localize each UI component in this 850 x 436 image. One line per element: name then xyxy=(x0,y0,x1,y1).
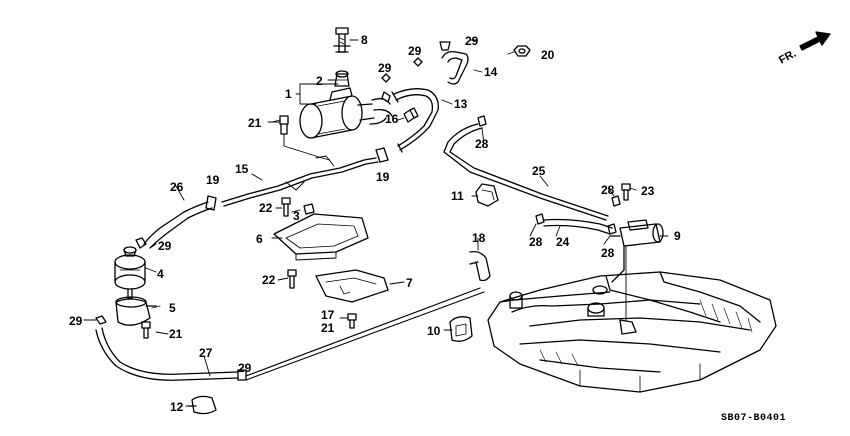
clip-28-a xyxy=(535,213,545,225)
diagram-code: SB07-B0401 xyxy=(721,413,787,424)
bracket-7 xyxy=(315,269,389,303)
screw-lower-middle xyxy=(347,313,357,329)
bolt-23 xyxy=(621,183,631,201)
callout-22-lower: 22 xyxy=(262,273,276,287)
hose-clip-16 xyxy=(403,107,419,123)
clip-19-left xyxy=(205,195,217,211)
front-direction-arrow xyxy=(799,31,831,51)
callout-7: 7 xyxy=(406,276,413,290)
callout-25: 25 xyxy=(532,164,546,178)
callout-15: 15 xyxy=(235,162,249,176)
callout-29-mid: 29 xyxy=(378,61,392,75)
hose-clamp-12 xyxy=(187,395,217,415)
callout-16: 16 xyxy=(385,112,399,126)
clip-19-right xyxy=(375,147,389,163)
holder-11 xyxy=(475,183,499,207)
return-line xyxy=(245,287,481,377)
two-way-valve xyxy=(609,219,664,283)
mounting-bolt xyxy=(333,27,359,53)
callout-29-top-a: 29 xyxy=(408,44,422,58)
clip-28-b xyxy=(607,223,617,235)
fuel-hose-14 xyxy=(439,41,469,85)
callout-22-upper: 22 xyxy=(259,201,273,215)
callout-11: 11 xyxy=(451,189,464,203)
callout-19-right: 19 xyxy=(376,170,390,184)
clip-29-lower xyxy=(95,315,107,325)
callout-27: 27 xyxy=(199,346,213,360)
pump-cushion xyxy=(334,70,350,87)
callout-20: 20 xyxy=(541,48,555,62)
screw-lower-left xyxy=(141,321,151,339)
callout-13: 13 xyxy=(454,97,468,111)
clip-29-a xyxy=(413,57,423,67)
fuel-tank xyxy=(487,245,777,393)
callout-8: 8 xyxy=(361,33,368,47)
filter-holder xyxy=(115,296,157,326)
callout-6: 6 xyxy=(256,232,263,246)
clamp-10 xyxy=(449,316,473,342)
fuel-hose-26 xyxy=(143,201,213,249)
callout-28-upper: 28 xyxy=(475,137,489,151)
callout-23: 23 xyxy=(641,184,655,198)
callout-12: 12 xyxy=(170,400,184,414)
callout-26: 26 xyxy=(170,180,184,194)
bolt-22-upper xyxy=(281,197,291,217)
callout-9: 9 xyxy=(674,229,681,243)
leader-lines xyxy=(83,39,669,407)
callout-21-upper: 21 xyxy=(248,116,262,130)
bracket-6 xyxy=(273,213,369,261)
fuel-pipe-15 xyxy=(221,155,379,207)
callout-29-filter: 29 xyxy=(158,239,172,253)
screw-upper xyxy=(267,115,331,161)
fuel-hose-13 xyxy=(391,88,439,153)
fuel-pump xyxy=(299,87,393,139)
callout-21-middle: 21 xyxy=(321,321,335,335)
fuel-filter xyxy=(114,246,146,299)
clip-29-filter xyxy=(135,237,147,249)
callout-29-hose27: 29 xyxy=(238,361,252,375)
nut-3 xyxy=(303,203,315,215)
callout-2: 2 xyxy=(316,74,323,88)
fuel-hose-27 xyxy=(95,327,239,381)
bolt-22-lower xyxy=(287,269,297,289)
callout-3: 3 xyxy=(293,209,300,223)
callout-24: 24 xyxy=(556,235,570,249)
callout-10: 10 xyxy=(427,324,441,338)
callout-5: 5 xyxy=(169,301,176,315)
callout-28-low-a: 28 xyxy=(529,235,543,249)
clip-29-b xyxy=(381,73,391,83)
callout-28-right-a: 28 xyxy=(601,183,615,197)
callout-21-lower: 21 xyxy=(169,327,183,341)
grommet-20 xyxy=(513,45,531,57)
fuel-hose-25 xyxy=(443,123,609,221)
callout-28-low-b: 28 xyxy=(601,246,615,260)
clip-28-upper xyxy=(477,115,487,127)
callout-29-top-b: 29 xyxy=(465,34,479,48)
fuel-hose-24 xyxy=(543,218,613,235)
clip-28-c xyxy=(611,195,621,207)
callout-17: 17 xyxy=(321,308,335,322)
callout-29-lower: 29 xyxy=(69,314,83,328)
callout-14: 14 xyxy=(484,65,498,79)
clip-18 xyxy=(469,250,491,282)
callout-1: 1 xyxy=(285,87,292,101)
callout-19-left: 19 xyxy=(206,173,220,187)
callout-18: 18 xyxy=(472,231,486,245)
callout-4: 4 xyxy=(157,267,164,281)
